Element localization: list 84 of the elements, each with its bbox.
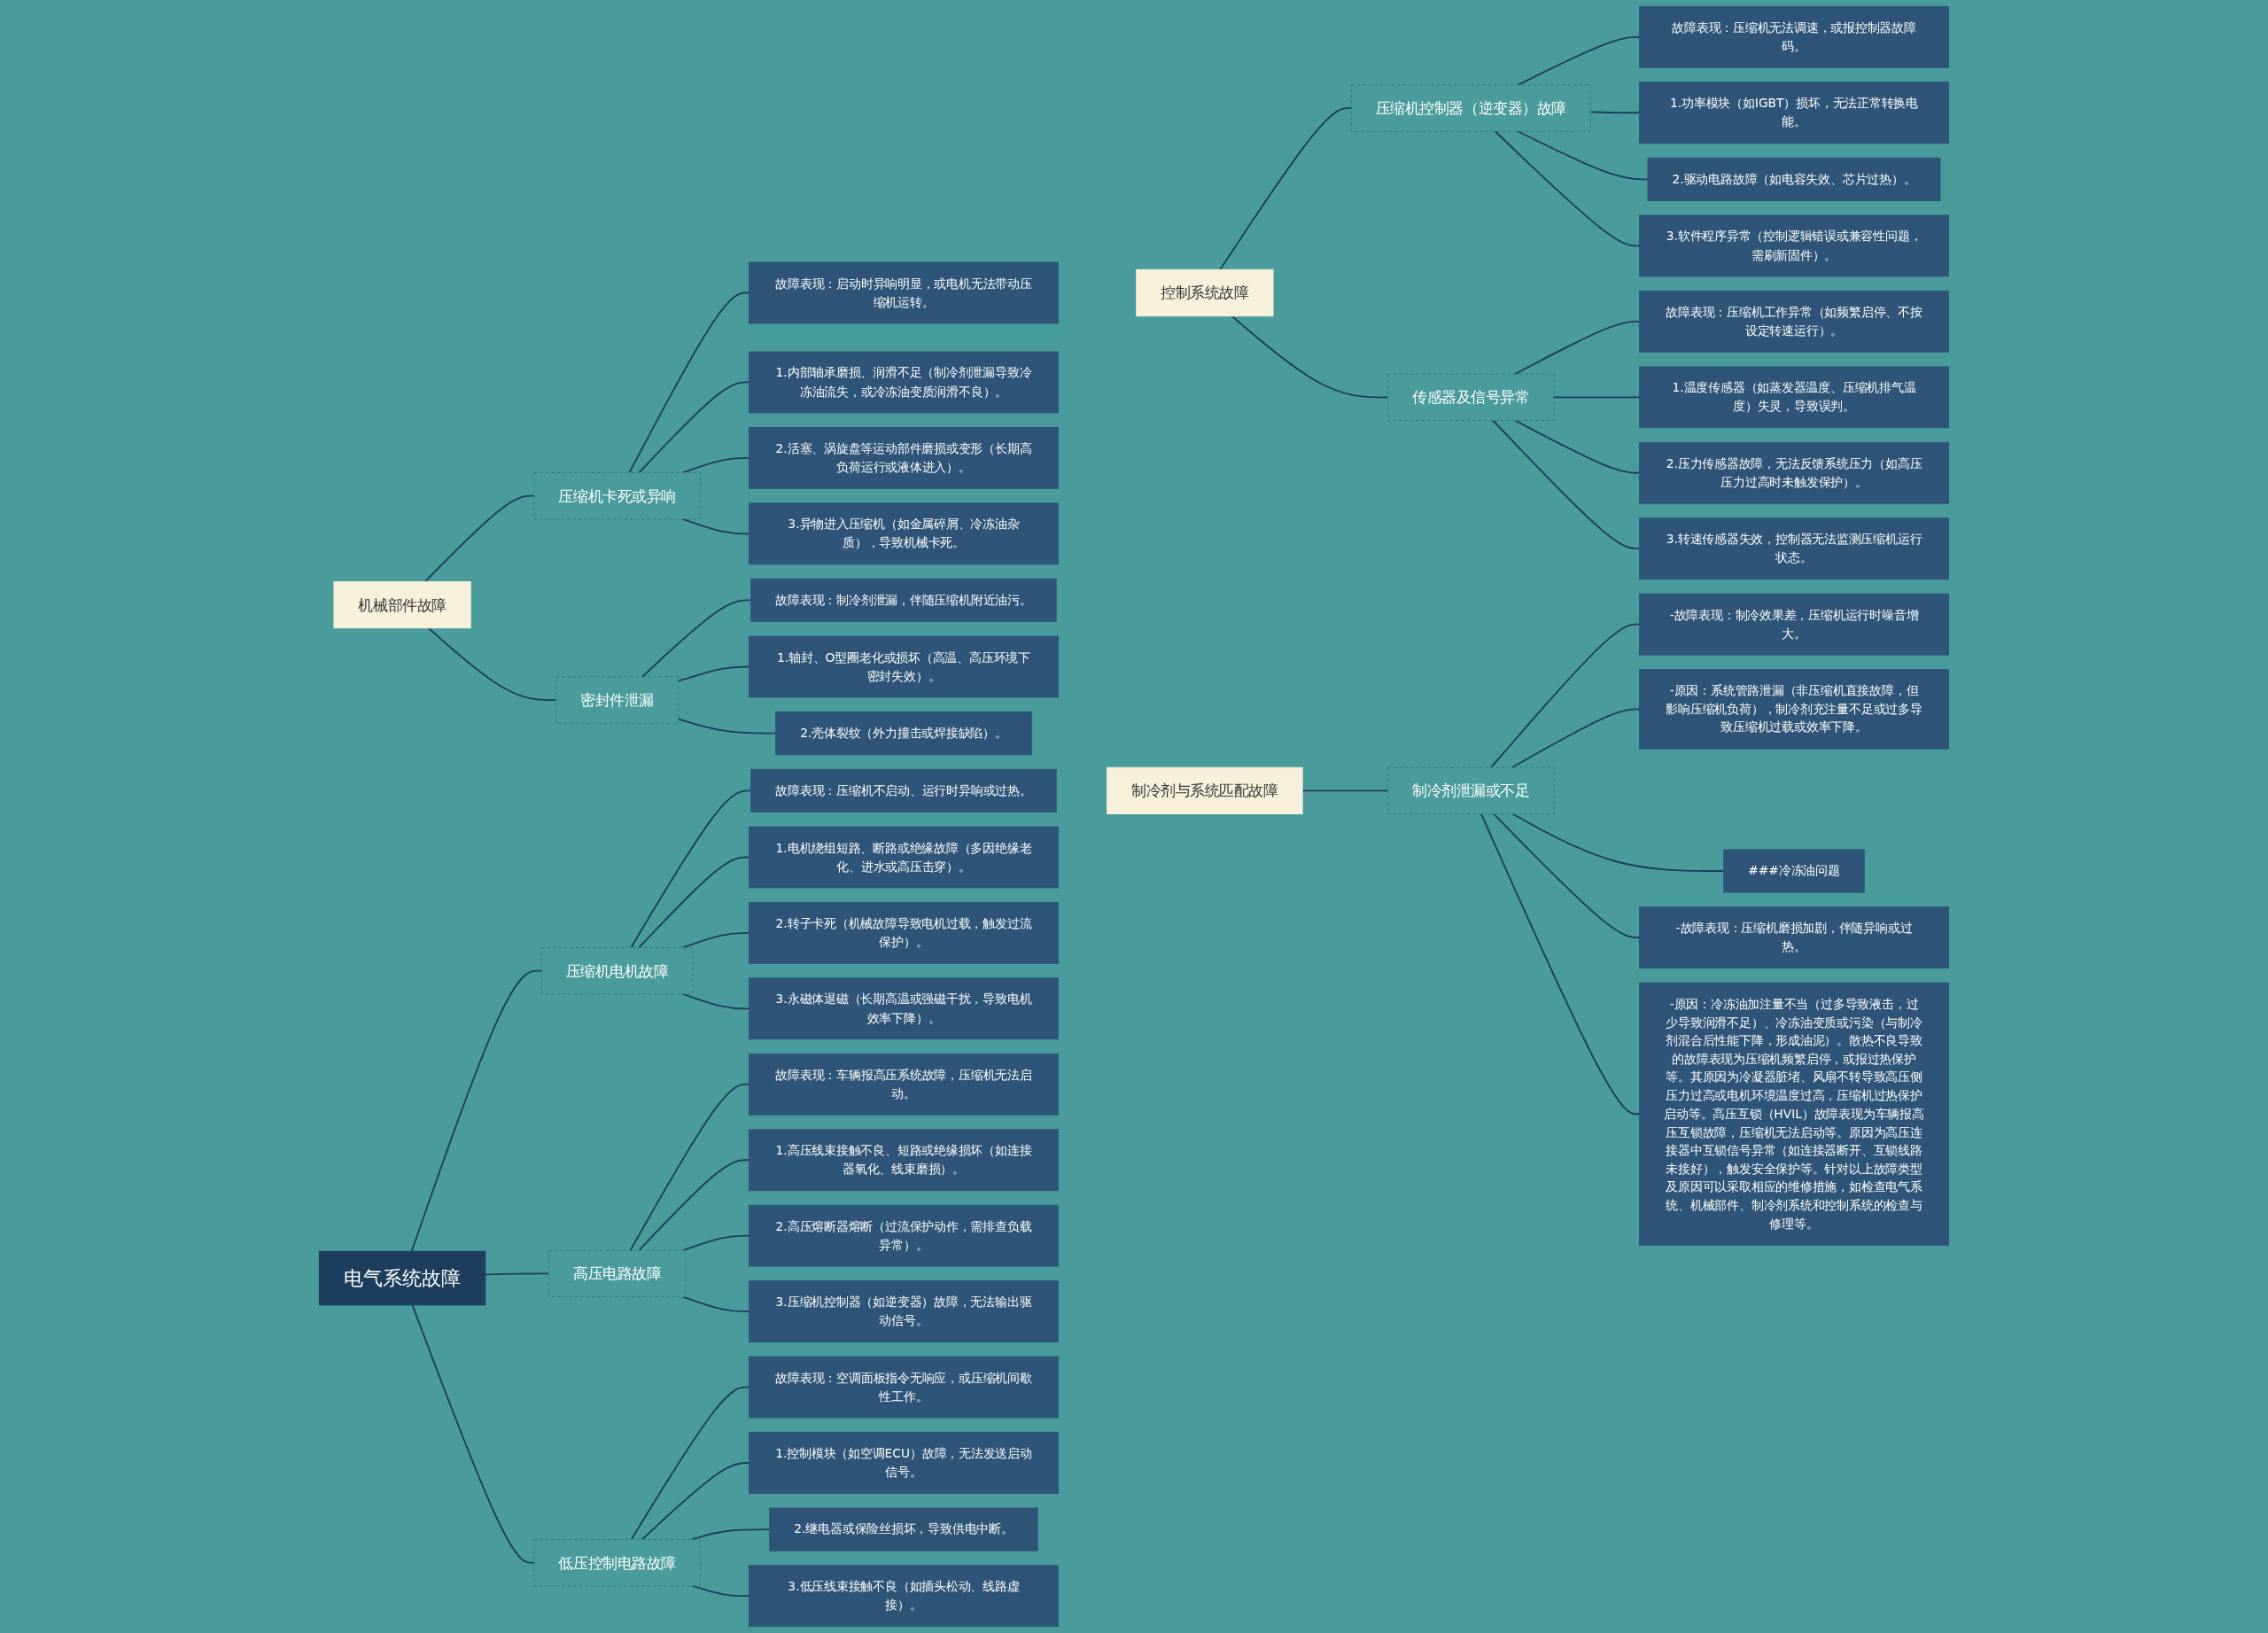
connector <box>484 1272 550 1276</box>
connector <box>682 1295 750 1313</box>
node-box: 故障表现：空调面板指令无响应，或压缩机间歇性工作。 <box>749 1356 1059 1419</box>
node-box: 故障表现：压缩机无法调速，或报控制器故障码。 <box>1639 5 1950 68</box>
node-box: 3.转速传感器失效，控制器无法监测压缩机运行状态。 <box>1639 517 1950 580</box>
node-box: 机械部件故障 <box>333 580 471 629</box>
node-box: 故障表现：压缩机工作异常（如频繁启停、不按设定转速运行）。 <box>1639 290 1950 353</box>
node-box: 1.温度传感器（如蒸发器温度、压缩机排气温度）失灵，导致误判。 <box>1639 366 1950 429</box>
connector <box>1492 419 1641 550</box>
node-box: 低压控制电路故障 <box>533 1539 701 1587</box>
connector <box>1589 111 1641 114</box>
connector <box>1231 315 1389 399</box>
connector <box>1301 789 1389 792</box>
node-box: 制冷剂与系统匹配故障 <box>1107 766 1303 815</box>
node-box: 2.继电器或保险丝损坏，导致供电中断。 <box>769 1507 1038 1551</box>
connector <box>424 494 535 583</box>
node-box: 2.驱动电路故障（如电容失效、芯片过热）。 <box>1647 157 1941 201</box>
node-box: 电气系统故障 <box>318 1250 486 1306</box>
connector <box>1517 130 1649 181</box>
connector <box>682 992 750 1010</box>
connector <box>1219 107 1353 271</box>
node-box: -故障表现：压缩机磨损加剧，伴随异响或过热。 <box>1639 906 1950 968</box>
node-box: 3.软件程序异常（控制逻辑错误或兼容性问题，需刷新固件）。 <box>1639 214 1950 277</box>
node-box: 故障表现：车辆报高压系统故障，压缩机无法启动。 <box>749 1053 1059 1116</box>
connector <box>638 856 750 949</box>
connector <box>1494 130 1641 247</box>
connector <box>682 932 750 949</box>
node-box: 控制系统故障 <box>1136 268 1274 317</box>
node-box: 2.转子卡死（机械故障导致电机过载，触发过流保护）。 <box>749 902 1059 964</box>
node-box: 密封件泄漏 <box>555 676 679 724</box>
connector <box>677 665 750 682</box>
connector <box>1514 320 1641 376</box>
node-box: 1.电机绕组短路、断路或绝缘故障（多因绝缘老化、进水或高压击穿）。 <box>749 826 1059 889</box>
connector <box>641 1462 750 1541</box>
node-box: 压缩机电机故障 <box>540 947 694 995</box>
node-box: 3.永磁体退磁（长期高温或强磁干扰，导致电机效率下降）。 <box>749 977 1059 1040</box>
node-box: 传感器及信号异常 <box>1387 373 1555 421</box>
node-box: -原因：系统管路泄漏（非压缩机直接故障，但影响压缩机负荷），制冷剂充注量不足或过多导致压缩机过载或效率下降。 <box>1639 669 1950 750</box>
node-box: 1.内部轴承磨损、润滑不足（制冷剂泄漏导致冷冻油流失，或冷冻油变质润滑不良）。 <box>749 351 1059 414</box>
node-box: 3.异物进入压缩机（如金属碎屑、冷冻油杂质），导致机械卡死。 <box>749 502 1059 565</box>
connector <box>410 969 543 1253</box>
node-box: ###冷冻油问题 <box>1723 849 1865 893</box>
connector <box>638 381 750 474</box>
connector <box>1511 708 1641 769</box>
connector <box>630 1386 750 1541</box>
connector <box>427 626 557 701</box>
node-box: 故障表现：制冷剂泄漏，伴随压缩机附近油污。 <box>750 578 1057 622</box>
connector <box>691 1584 750 1598</box>
node-box: 1.高压线束接触不良、短路或绝缘损坏（如连接器氧化、线束磨损）。 <box>749 1129 1059 1192</box>
node-box: 1.控制模块（如空调ECU）故障，无法发送启动信号。 <box>749 1432 1059 1494</box>
node-box: 制冷剂泄漏或不足 <box>1387 766 1555 815</box>
connector <box>1553 396 1641 399</box>
node-box: 3.压缩机控制器（如逆变器）故障，无法输出驱动信号。 <box>749 1280 1059 1343</box>
connector <box>682 517 750 535</box>
connector <box>682 456 750 474</box>
node-box: 故障表现：启动时异响明显，或电机无法带动压缩机运转。 <box>749 261 1059 324</box>
connector <box>411 1303 535 1564</box>
node-box: 2.壳体裂纹（外力撞击或焊接缺陷）。 <box>775 712 1032 756</box>
node-box: 1.功率模块（如IGBT）损坏，无法正常转换电能。 <box>1639 82 1950 144</box>
connector <box>1514 419 1641 474</box>
connector <box>641 599 752 678</box>
node-box: 2.活塞、涡旋盘等运动部件磨损或变形（长期高负荷运行或液体进入）。 <box>749 426 1059 489</box>
connector <box>1511 813 1725 872</box>
node-box: 压缩机控制器（逆变器）故障 <box>1350 84 1591 132</box>
connector <box>1490 623 1641 769</box>
node-box: -故障表现：制冷效果差，压缩机运行时噪音增大。 <box>1639 593 1950 656</box>
connector <box>682 1234 750 1252</box>
node-box: 高压电路故障 <box>548 1249 687 1298</box>
connector <box>630 789 752 949</box>
connector <box>638 1159 750 1252</box>
connector <box>1493 813 1641 938</box>
node-box: -原因：冷冻油加注量不当（过多导致液击，过少导致润滑不足）、冷冻油变质或污染（与制冷剂混合后性能下降，形成油泥）。散热不良导致的故障表现为压缩机频繁启停，或报过热保护等。其原因为冷凝器脏堵、风扇不转导致高压侧压力过高或电机环境温度过高，压缩机过热保护启动等。高压互锁（HVIL）故障表现为车辆报高压互锁故障，压缩机无法启动等。原因为高压连接器中互锁信号异常（如连接器断开、互锁线路未接好），触发安全保护等。针对以上故障类型及原因可以采取相应的维修措施，如检查电气系统、机械部件、制冷剂系统和控制系统的检查与修理等。 <box>1639 982 1950 1246</box>
node-box: 1.轴封、O型圈老化或损坏（高温、高压环境下密封失效）。 <box>749 635 1059 698</box>
connector <box>691 1528 771 1541</box>
connector <box>677 718 777 735</box>
connector <box>629 1083 750 1252</box>
connector <box>628 292 750 474</box>
node-box: 3.低压线束接触不良（如插头松动、线路虚接）。 <box>749 1565 1059 1628</box>
node-box: 压缩机卡死或异响 <box>533 471 701 520</box>
connector <box>1517 35 1641 86</box>
node-box: 故障表现：压缩机不启动、运行时异响或过热。 <box>750 768 1057 813</box>
node-box: 2.高压熔断器熔断（过流保护动作，需排查负载异常）。 <box>749 1204 1059 1267</box>
connector <box>1480 813 1641 1116</box>
node-box: 2.压力传感器故障，无法反馈系统压力（如高压压力过高时未触发保护）。 <box>1639 441 1950 504</box>
